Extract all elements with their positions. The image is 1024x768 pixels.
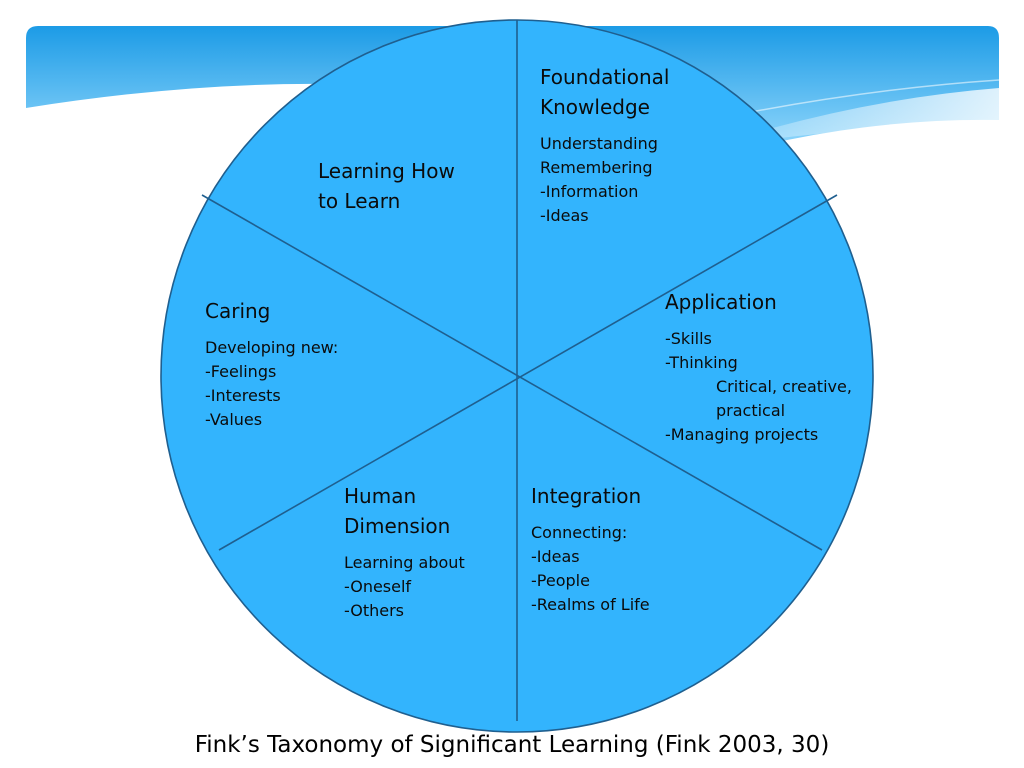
segment-caring: Caring Developing new: -Feelings -Intere… <box>205 296 338 432</box>
segment-item: Learning about <box>344 553 465 572</box>
segment-integration: Integration Connecting: -Ideas -People -… <box>531 481 650 617</box>
segment-item: practical <box>716 401 786 420</box>
segment-human-dimension: Human Dimension Learning about -Oneself … <box>344 481 465 623</box>
segment-item: Critical, creative, <box>716 377 852 396</box>
segment-foundational-knowledge: Foundational Knowledge Understanding Rem… <box>540 62 669 228</box>
segment-title: Foundational Knowledge <box>540 62 669 122</box>
segment-item: -Values <box>205 410 263 429</box>
segment-item: -Oneself <box>344 577 412 596</box>
segment-item: -People <box>531 571 590 590</box>
segment-title-line: Integration <box>531 484 642 508</box>
segment-item: -Realms of Life <box>531 595 650 614</box>
segment-title-line: Caring <box>205 299 271 323</box>
segment-item: Remembering <box>540 158 653 177</box>
segment-item: -Information <box>540 182 639 201</box>
segment-title: Application <box>665 287 852 317</box>
segment-item: Developing new: <box>205 338 339 357</box>
segment-title-line: Knowledge <box>540 95 650 119</box>
segment-learning-how-to-learn: Learning How to Learn <box>318 156 455 226</box>
segment-title: Integration <box>531 481 650 511</box>
segment-item: -Ideas <box>531 547 580 566</box>
segment-item: -Thinking <box>665 353 738 372</box>
segment-title-line: Learning How <box>318 159 455 183</box>
segment-item: -Feelings <box>205 362 277 381</box>
segment-item: Understanding <box>540 134 658 153</box>
segment-title: Caring <box>205 296 338 326</box>
divider-line-falling <box>201 194 823 551</box>
segment-title-line: Application <box>665 290 777 314</box>
segment-item: -Managing projects <box>665 425 819 444</box>
segment-item: -Interests <box>205 386 281 405</box>
segment-item: -Others <box>344 601 404 620</box>
segment-title: Learning How to Learn <box>318 156 455 216</box>
divider-line-rising <box>218 194 838 551</box>
segment-title-line: Dimension <box>344 514 451 538</box>
segment-title-line: Foundational <box>540 65 670 89</box>
segment-title-line: Human <box>344 484 417 508</box>
slide-caption: Fink’s Taxonomy of Significant Learning … <box>194 732 830 758</box>
segment-title-line: to Learn <box>318 189 401 213</box>
segment-item: -Ideas <box>540 206 589 225</box>
segment-item: -Skills <box>665 329 712 348</box>
segment-item: Connecting: <box>531 523 628 542</box>
segment-title: Human Dimension <box>344 481 465 541</box>
segment-application: Application -Skills -Thinking Critical, … <box>665 287 852 447</box>
